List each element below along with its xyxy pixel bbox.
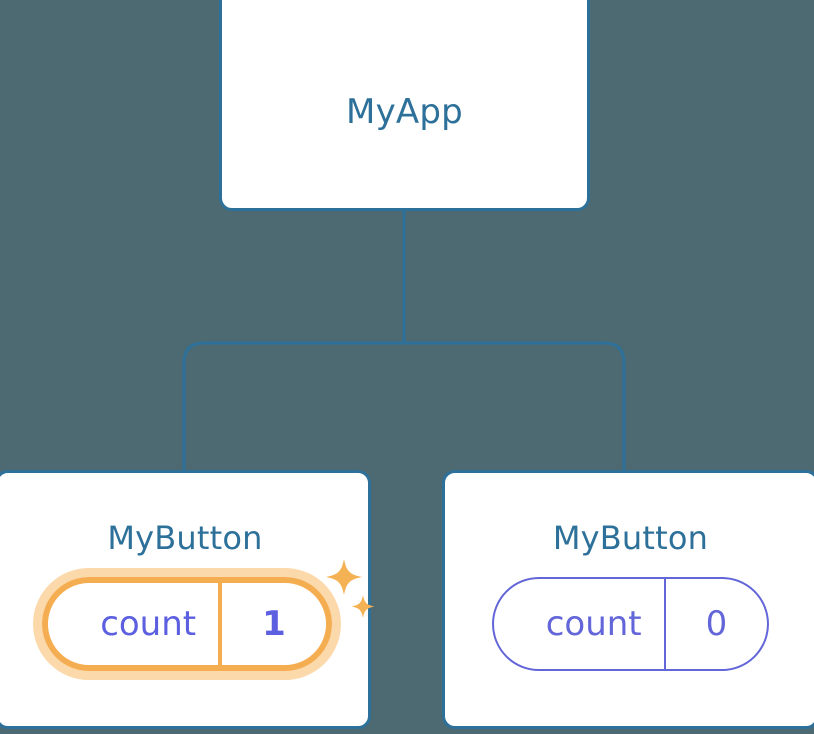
- state-pill[interactable]: count 0: [491, 577, 770, 671]
- connector-branch-right: [404, 341, 626, 472]
- state-pill[interactable]: count 1: [42, 577, 332, 671]
- state-pill-value: 0: [705, 604, 728, 644]
- state-pill-value: 1: [262, 604, 286, 644]
- state-pill-divider: [663, 579, 666, 669]
- state-pill-key: count: [545, 604, 642, 644]
- node-child-label: MyButton: [107, 519, 263, 557]
- sparkle-large-icon: [325, 559, 362, 595]
- state-pill-glow: [33, 568, 341, 680]
- node-root-myapp[interactable]: MyApp: [219, 0, 590, 211]
- node-child-label: MyButton: [552, 519, 709, 557]
- state-pill-holder: count 1: [33, 559, 375, 680]
- node-child-mybutton-0[interactable]: MyButton count 1: [0, 470, 375, 729]
- node-root-label: MyApp: [346, 92, 463, 132]
- state-pill-key: count: [100, 604, 197, 644]
- state-pill-wrap: count 0: [445, 577, 814, 671]
- state-pill-divider: [218, 583, 223, 665]
- connector-branch-left: [182, 341, 404, 472]
- node-child-mybutton-1[interactable]: MyButton count 0: [442, 470, 814, 729]
- state-pill-holder: count 0: [491, 577, 770, 671]
- state-pill-wrap: count 1: [0, 559, 375, 680]
- sparkle-small-icon: [351, 595, 375, 618]
